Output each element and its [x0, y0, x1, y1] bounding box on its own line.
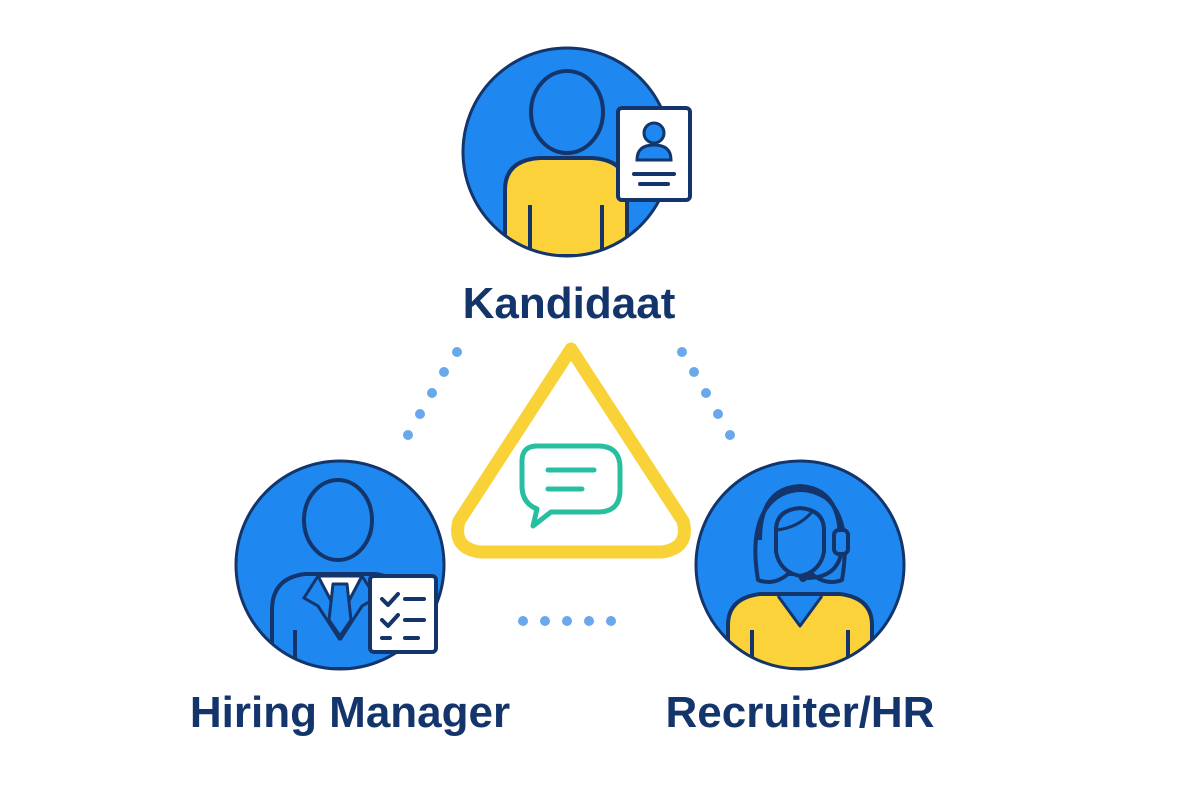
recruiter-label: Recruiter/HR: [665, 688, 935, 737]
dotted-connector-candidate-recruiter: [677, 347, 735, 440]
hiring-manager-avatar: [234, 459, 446, 671]
chat-bubble-icon: [519, 443, 623, 529]
candidate-avatar: [461, 46, 692, 258]
recruiter-with-headset-icon: [726, 483, 874, 669]
recruiter-avatar: [694, 459, 906, 671]
candidate-with-id-card-icon: [503, 69, 629, 256]
dotted-connector-manager-recruiter: [518, 616, 616, 626]
dotted-connector-candidate-manager: [403, 347, 462, 440]
candidate-label: Kandidaat: [462, 279, 676, 328]
hiring-manager-label: Hiring Manager: [189, 688, 511, 737]
